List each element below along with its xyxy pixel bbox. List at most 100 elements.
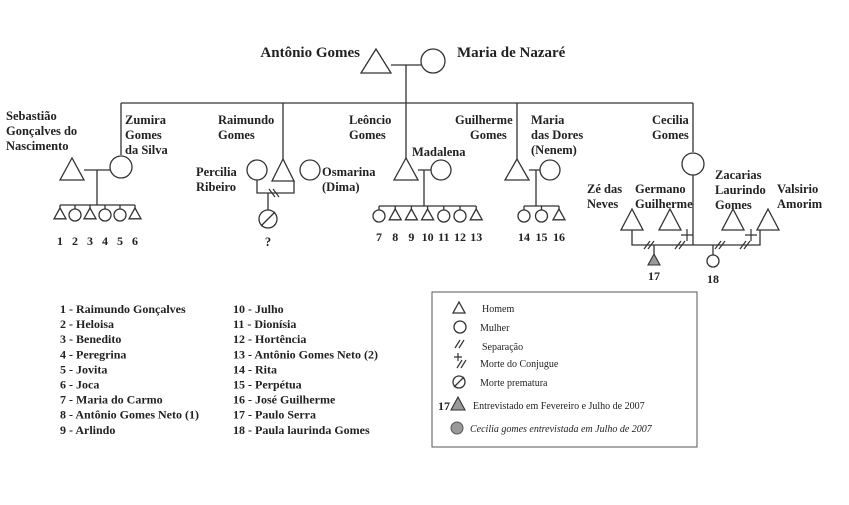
name-germano: Germano Guilherme (635, 182, 693, 211)
key-entry: 8 - Antônio Gomes Neto (1) (60, 408, 199, 422)
percilia-circle (246, 159, 268, 181)
legend-premature-slash (453, 376, 465, 388)
child-number: 9 (408, 230, 414, 244)
name-maria-dores: Maria das Dores (Nenem) (531, 113, 586, 157)
sebastiao-triangle (58, 156, 86, 181)
child-number: 5 (117, 234, 123, 248)
husband-triangle (359, 47, 393, 74)
key-entry: 18 - Paula laurinda Gomes (233, 423, 370, 437)
legend-entrevistado-number: 17 (438, 399, 450, 413)
child-number: 3 (87, 234, 93, 248)
child-number: 15 (536, 230, 548, 244)
key-entry: 3 - Benedito (60, 332, 121, 346)
legend-mulher-circle (453, 320, 467, 334)
name-leoncio: Leôncio Gomes (349, 113, 394, 142)
name-valsirio: Valsirio Amorim (777, 182, 823, 211)
legend-spouse-death-mark (454, 353, 467, 369)
top-descent-lines (121, 64, 693, 104)
key-entry: 4 - Peregrina (60, 347, 126, 361)
child-number: 12 (454, 230, 466, 244)
legend-homem: Homem (482, 304, 514, 315)
child-circle (534, 209, 549, 223)
legend-morte-prematura: Morte prematura (480, 378, 548, 389)
group1-lines (60, 169, 135, 206)
child-circle (113, 208, 127, 222)
legend-box (431, 291, 698, 448)
raimundo-triangle (270, 157, 296, 182)
child-triangle (82, 206, 98, 220)
key-entry: 11 - Dionísia (233, 317, 296, 331)
child-circle (453, 209, 467, 223)
name-guilherme: Guilherme Gomes (455, 113, 516, 142)
madalena-circle (430, 159, 452, 181)
name-osmarina: Osmarina (Dima) (322, 165, 379, 194)
raimundo-lines (256, 180, 295, 210)
name-zumira: Zumira Gomes da Silva (125, 113, 169, 157)
group1-children (52, 205, 143, 222)
spouse-death-cross-2 (745, 229, 757, 241)
child-18-number: 18 (707, 272, 719, 286)
wife-circle (420, 48, 446, 74)
spouse-death-cross-1 (681, 229, 693, 241)
name-percilia: Percilia Ribeiro (196, 165, 240, 194)
legend-interviewed-triangle (450, 395, 466, 411)
child-circle (517, 209, 531, 223)
child-number: 6 (132, 234, 138, 248)
child-triangle (127, 206, 143, 220)
key-entry: 9 - Arlindo (60, 423, 115, 437)
legend-entrevistado: Entrevistado em Fevereiro e Julho de 200… (473, 401, 645, 412)
ze-neves-triangle (619, 207, 645, 231)
zacarias-triangle (720, 207, 746, 231)
name-madalena: Madalena (412, 145, 466, 159)
separation-mark-1 (643, 240, 655, 250)
key-entry: 10 - Julho (233, 302, 284, 316)
legend-separacao: Separação (482, 342, 523, 353)
child-circle (437, 209, 451, 223)
legend-morte-conjugue: Morte do Conjugue (480, 359, 559, 370)
child-triangle (388, 207, 403, 221)
key-entry: 7 - Maria do Carmo (60, 393, 163, 407)
unknown-mark: ? (265, 235, 271, 249)
maria-dores-circle (539, 159, 561, 181)
name-raimundo: Raimundo Gomes (218, 113, 277, 142)
key-entry: 13 - Antônio Gomes Neto (2) (233, 347, 378, 361)
key-entry: 15 - Perpétua (233, 378, 302, 392)
child-triangle (420, 207, 435, 221)
valsirio-triangle (755, 207, 781, 231)
legend-cecilia-circle (450, 421, 464, 435)
legend-separation-mark (454, 339, 465, 349)
zumira-circle (109, 155, 133, 179)
germano-triangle (657, 207, 683, 231)
key-entry: 6 - Joca (60, 378, 99, 392)
child-circle (68, 208, 82, 222)
key-entry: 14 - Rita (233, 362, 277, 376)
key-entry: 2 - Heloisa (60, 317, 114, 331)
raimundo-separation-mark (268, 188, 280, 198)
group3-children (517, 206, 567, 223)
child-17-triangle (647, 252, 661, 266)
child-triangle (551, 207, 567, 221)
cecilia-lines (631, 175, 761, 256)
child-circle (372, 209, 386, 223)
guilherme-triangle (503, 157, 531, 181)
key-entry: 1 - Raimundo Gonçalves (60, 302, 186, 316)
wife-name: Maria de Nazaré (457, 45, 566, 61)
group2-children (372, 206, 484, 223)
child-triangle (404, 207, 419, 221)
name-cecilia: Cecilia Gomes (652, 113, 692, 142)
child-number: 8 (392, 230, 398, 244)
sibling-drop-lines (120, 103, 694, 160)
key-entry: 5 - Jovita (60, 362, 107, 376)
child-triangle (52, 206, 68, 220)
separation-mark-3 (714, 240, 726, 250)
child-18-circle (706, 254, 720, 268)
name-sebastiao: Sebastião Gonçalves do Nascimento (6, 109, 80, 153)
child-17-number: 17 (648, 269, 660, 283)
key-entry: 12 - Hortência (233, 332, 306, 346)
key-entry: 16 - José Guilherme (233, 393, 336, 407)
leoncio-triangle (392, 156, 420, 181)
child-number: 1 (57, 234, 63, 248)
